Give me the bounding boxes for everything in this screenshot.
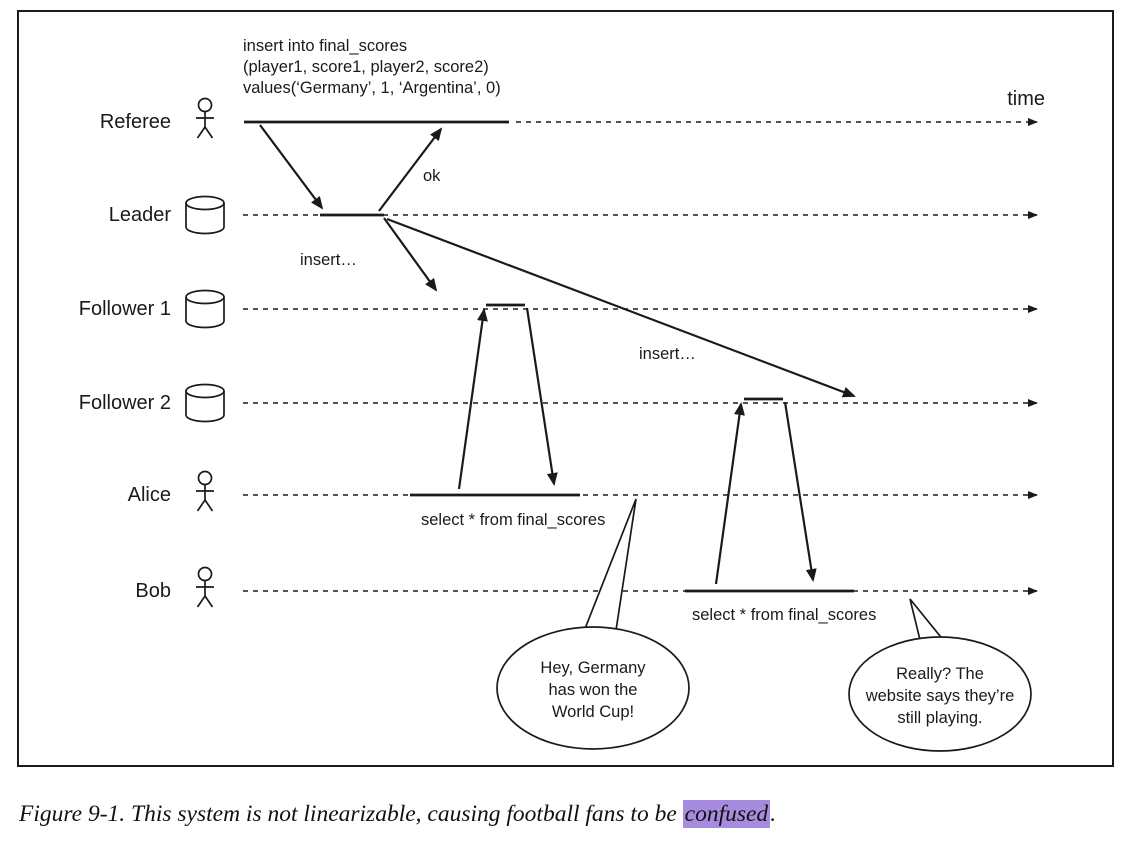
database-icon <box>185 383 225 423</box>
actor-label-follower2: Follower 2 <box>79 392 171 414</box>
bob-speech-line-1: Really? The <box>896 665 984 683</box>
insert-follower1-label: insert… <box>300 251 357 269</box>
person-icon <box>196 97 214 139</box>
caption-prefix: Figure 9-1. This system is not lineariza… <box>19 800 683 827</box>
bob-query-label: select * from final_scores <box>692 606 876 624</box>
query-line-3: values(‘Germany’, 1, ‘Argentina’, 0) <box>243 79 501 97</box>
figure-caption: Figure 9-1. This system is not lineariza… <box>19 799 1114 829</box>
alice-speech-line-1: Hey, Germany <box>540 659 646 677</box>
actor-label-follower1: Follower 1 <box>79 298 171 320</box>
arrow-alice-read-request <box>457 308 488 490</box>
database-icon <box>185 195 225 235</box>
query-line-1: insert into final_scores <box>243 37 407 55</box>
arrow-bob-read-response <box>783 401 817 582</box>
caption-suffix: . <box>770 800 777 827</box>
alice-query-label: select * from final_scores <box>421 511 605 529</box>
arrow-bob-read-request <box>714 402 745 585</box>
speech-bubble-alice: Hey, Germany has won the World Cup! <box>496 498 690 750</box>
actor-label-referee: Referee <box>100 111 171 133</box>
actor-label-leader: Leader <box>109 204 172 226</box>
query-line-2: (player1, score1, player2, score2) <box>243 58 489 76</box>
diagram-canvas: insert into final_scores (player1, score… <box>79 37 1045 752</box>
database-icon <box>185 289 225 329</box>
diagram-frame: insert into final_scores (player1, score… <box>17 10 1114 767</box>
speech-bubble-bob: Really? The website says they’re still p… <box>848 598 1032 752</box>
caption-highlight: confused <box>682 799 771 828</box>
alice-speech-line-3: World Cup! <box>552 703 634 721</box>
actor-label-bob: Bob <box>135 580 171 602</box>
ok-label: ok <box>423 167 441 185</box>
bob-speech-line-3: still playing. <box>897 709 982 727</box>
actor-label-alice: Alice <box>128 484 171 506</box>
person-icon <box>196 470 214 512</box>
arrow-insert-leader-to-follower1 <box>383 217 438 292</box>
insert-follower2-label: insert… <box>639 345 696 363</box>
arrow-alice-read-response <box>525 307 558 486</box>
arrow-ok-leader-to-referee <box>378 127 443 212</box>
time-label: time <box>1007 88 1045 110</box>
arrow-insert-leader-to-follower2 <box>386 217 856 398</box>
alice-speech-line-2: has won the <box>549 681 638 699</box>
bob-speech-line-2: website says they’re <box>865 687 1015 705</box>
person-icon <box>196 566 214 608</box>
arrow-referee-to-leader <box>259 124 324 210</box>
